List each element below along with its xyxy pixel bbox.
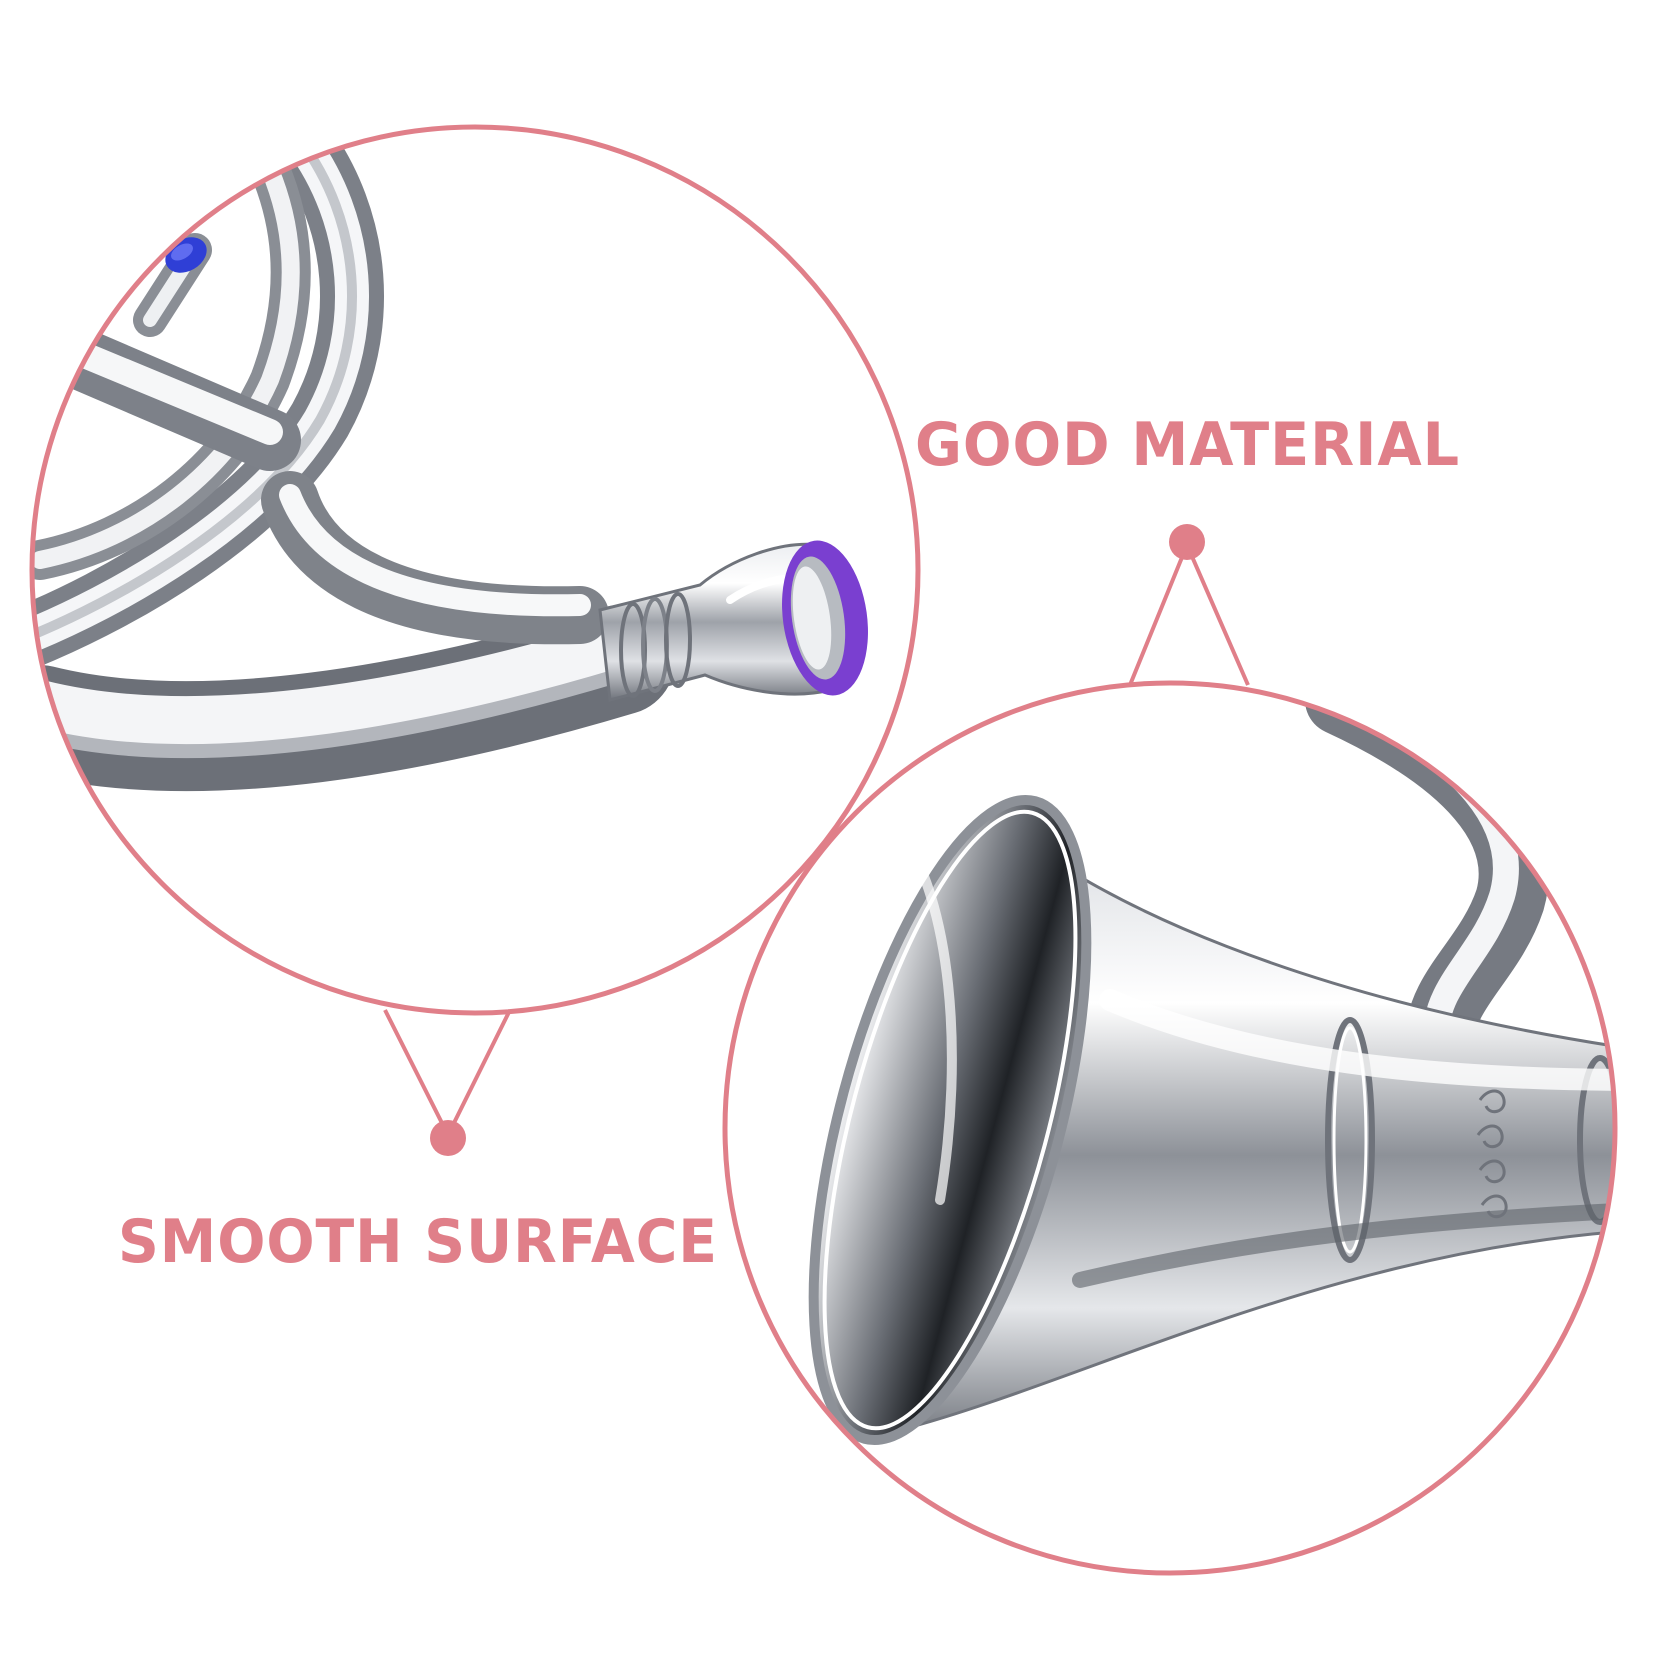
good-material-label: GOOD MATERIAL (915, 410, 1460, 480)
smooth-surface-label: SMOOTH SURFACE (118, 1207, 718, 1277)
connector-dot (430, 1120, 466, 1156)
smooth-surface-connector (383, 1009, 512, 1156)
mouthpiece-icon (598, 542, 832, 702)
engraving-icon (1476, 1089, 1508, 1219)
horn-bell-icon (808, 683, 1615, 1446)
top-left-callout-circle (29, 124, 921, 1016)
bell-closeup-panel (722, 680, 1618, 1576)
connector-dot (1169, 524, 1205, 560)
mouthpiece-closeup-panel (29, 124, 921, 1016)
purple-cap-icon (782, 540, 868, 696)
bottom-right-callout-circle (722, 680, 1618, 1576)
good-material-connector (1128, 524, 1250, 686)
horn-tube-icon (32, 127, 675, 792)
